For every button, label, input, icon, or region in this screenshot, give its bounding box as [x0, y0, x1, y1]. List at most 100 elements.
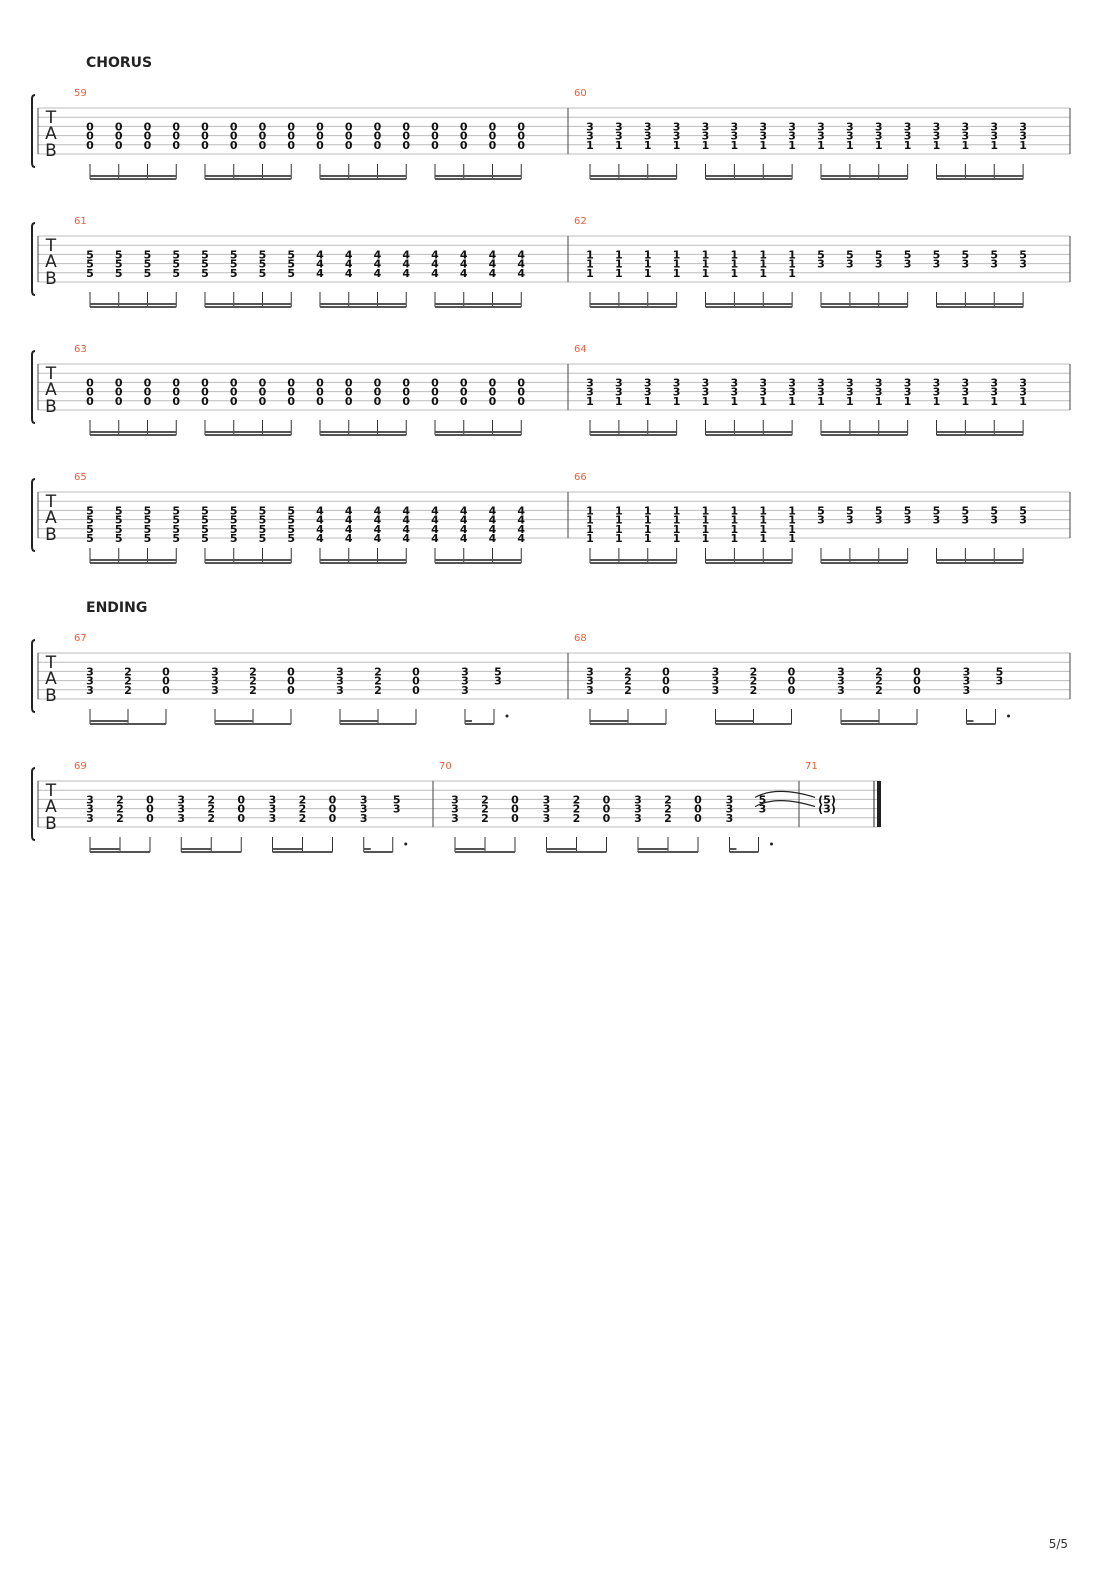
fret-number: 3 — [1019, 120, 1027, 133]
fret-number: 3 — [461, 675, 469, 688]
fret-number: 3 — [360, 793, 368, 806]
fret-number: 0 — [517, 395, 525, 408]
fret-number: 3 — [963, 665, 971, 678]
fret-number: 3 — [726, 793, 734, 806]
fret-number: 4 — [460, 532, 468, 545]
fret-number: 5 — [287, 504, 295, 517]
fret-number: 3 — [788, 120, 796, 133]
fret-number: 5 — [201, 267, 209, 280]
fret-number: 1 — [615, 395, 623, 408]
fret-number: 5 — [144, 248, 152, 261]
fret-number: 3 — [962, 514, 970, 527]
fret-number: 4 — [517, 523, 525, 536]
fret-number: 5 — [201, 514, 209, 527]
fret-number: 5 — [230, 267, 238, 280]
staff-system: TAB6933322200033322200033322200033353703… — [31, 761, 881, 853]
fret-number: 2 — [481, 793, 489, 806]
measure-number: 69 — [74, 761, 87, 772]
tab-clef-t: T — [45, 364, 57, 384]
fret-number: 1 — [673, 267, 681, 280]
fret-number: 1 — [846, 395, 854, 408]
fret-number: 0 — [86, 386, 94, 399]
fret-number: 4 — [345, 267, 353, 280]
fret-number: 0 — [431, 120, 439, 133]
fret-number: 0 — [431, 376, 439, 389]
fret-number: 3 — [990, 514, 998, 527]
fret-number: 0 — [115, 376, 123, 389]
fret-number: 1 — [759, 248, 767, 261]
fret-number: 3 — [393, 803, 401, 816]
fret-number: 5 — [144, 514, 152, 527]
fret-number: 5 — [875, 504, 883, 517]
fret-number: 0 — [412, 675, 420, 688]
fret-number: 1 — [962, 139, 970, 152]
fret-number: 2 — [249, 675, 257, 688]
tab-clef-b: B — [45, 397, 57, 417]
fret-number: 3 — [846, 130, 854, 143]
fret-number: 3 — [933, 386, 941, 399]
fret-number: 1 — [817, 139, 825, 152]
fret-number: 1 — [702, 267, 710, 280]
fret-number: 3 — [788, 386, 796, 399]
fret-number: 0 — [86, 139, 94, 152]
fret-number: 2 — [124, 665, 132, 678]
fret-number: 3 — [451, 812, 459, 825]
fret-number: 0 — [402, 395, 410, 408]
fret-number: 5 — [115, 523, 123, 536]
fret-number: 0 — [146, 793, 154, 806]
system-bracket — [31, 222, 36, 296]
fret-number: 0 — [115, 386, 123, 399]
fret-number: 0 — [374, 395, 382, 408]
measure-number: 62 — [574, 216, 587, 227]
fret-number: 4 — [374, 258, 382, 271]
fret-number: 1 — [788, 514, 796, 527]
fret-number: 3 — [1019, 130, 1027, 143]
fret-number: 1 — [586, 523, 594, 536]
dot — [1007, 714, 1010, 718]
fret-number: 0 — [517, 130, 525, 143]
fret-number: 3 — [702, 376, 710, 389]
fret-number: 1 — [615, 248, 623, 261]
tab-clef-a: A — [45, 380, 57, 400]
fret-number: 3 — [837, 675, 845, 688]
fret-number: 3 — [360, 812, 368, 825]
fret-number: 0 — [412, 684, 420, 697]
fret-number: 0 — [287, 386, 295, 399]
fret-number: 0 — [162, 684, 170, 697]
fret-number: 0 — [316, 130, 324, 143]
fret-number: 5 — [287, 532, 295, 545]
fret-number: 0 — [345, 376, 353, 389]
fret-number: 0 — [287, 665, 295, 678]
fret-number: 3 — [336, 675, 344, 688]
measure: 6433133133133133133133133133133133133133… — [574, 344, 1071, 436]
fret-number: 3 — [731, 120, 739, 133]
fret-number: 3 — [846, 376, 854, 389]
section-title-ending: ENDING — [86, 600, 147, 616]
fret-number: 1 — [644, 514, 652, 527]
fret-number: 0 — [230, 139, 238, 152]
fret-number: 1 — [731, 258, 739, 271]
system-bracket — [31, 478, 36, 552]
fret-number: 1 — [615, 267, 623, 280]
fret-number: 3 — [494, 675, 502, 688]
fret-number: 3 — [788, 130, 796, 143]
fret-number: 1 — [586, 267, 594, 280]
fret-number: 0 — [511, 812, 519, 825]
fret-number: 5 — [230, 514, 238, 527]
fret-number: 2 — [750, 684, 758, 697]
fret-number: 3 — [962, 386, 970, 399]
fret-number: 1 — [673, 248, 681, 261]
fret-number: 3 — [759, 376, 767, 389]
dot — [404, 842, 408, 846]
fret-number: 5 — [287, 248, 295, 261]
fret-number: 3 — [963, 675, 971, 688]
fret-number: 4 — [402, 523, 410, 536]
fret-number: 5 — [259, 532, 267, 545]
fret-number: 3 — [904, 130, 912, 143]
fret-number: 5 — [259, 267, 267, 280]
fret-number: 1 — [731, 139, 739, 152]
fret-number: 0 — [402, 376, 410, 389]
fret-number: 2 — [207, 793, 215, 806]
fret-number: 0 — [287, 395, 295, 408]
fret-number: 3 — [673, 386, 681, 399]
